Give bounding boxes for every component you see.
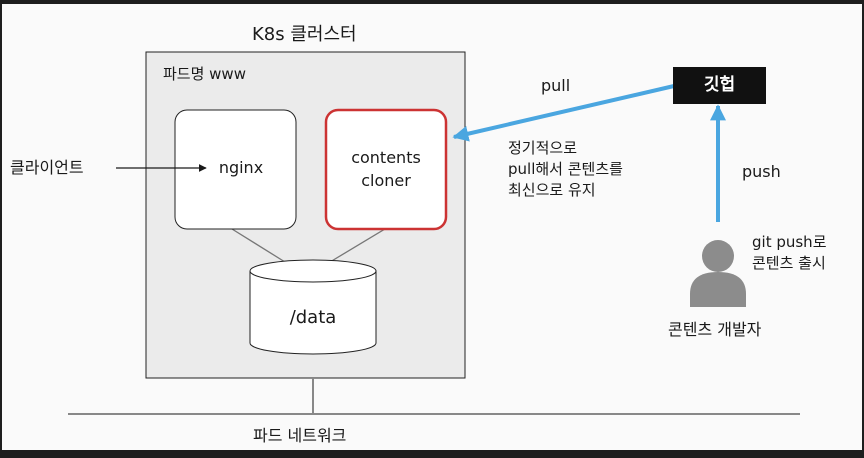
- nginx-volume-link: [231, 228, 286, 263]
- pull-label: pull: [541, 76, 571, 95]
- push-note-line-1: git push로: [752, 233, 827, 251]
- cloner-label: contents cloner: [326, 146, 446, 192]
- data-volume-top: [249, 259, 377, 283]
- push-note-line-2: 콘텐츠 출시: [752, 254, 826, 272]
- push-note: git push로 콘텐츠 출시: [752, 232, 827, 274]
- pod-title: 파드명 www: [163, 65, 246, 83]
- cloner-label-line-1: contents: [351, 148, 421, 167]
- cloner-label-line-2: cloner: [361, 171, 411, 191]
- pull-arrow: [452, 84, 675, 142]
- nginx-container: [174, 109, 297, 230]
- developer-label: 콘텐츠 개발자: [668, 320, 762, 339]
- data-volume: [249, 271, 377, 355]
- pull-note-line-2: pull해서 콘텐츠를: [508, 160, 623, 178]
- pull-note-line-1: 정기적으로: [508, 139, 578, 157]
- push-label: push: [742, 162, 781, 181]
- network-label: 파드 네트워크: [253, 426, 347, 445]
- cloner-container: [324, 108, 448, 231]
- cloner-volume-link: [329, 228, 386, 263]
- client-label: 클라이언트: [10, 158, 84, 177]
- pull-note: 정기적으로 pull해서 콘텐츠를 최신으로 유지: [508, 138, 623, 201]
- cluster-title: K8s 클러스터: [252, 24, 357, 45]
- nginx-label: nginx: [218, 158, 264, 177]
- person-icon: [690, 240, 746, 307]
- github-label: 깃헙: [703, 75, 736, 95]
- data-volume-label: /data: [289, 307, 337, 328]
- github-box: [673, 67, 766, 104]
- pull-note-line-3: 최신으로 유지: [508, 181, 596, 199]
